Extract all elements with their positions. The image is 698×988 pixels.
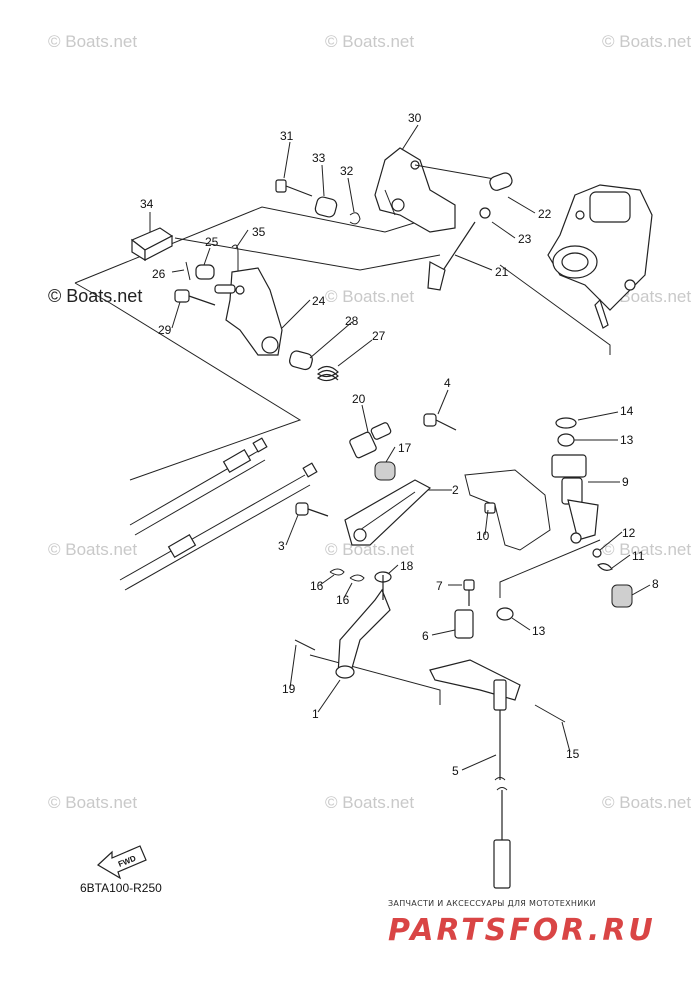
callout-14: 14 bbox=[620, 404, 634, 418]
block-34-part bbox=[130, 227, 174, 262]
bolt-4-part bbox=[423, 413, 457, 431]
callout-23: 23 bbox=[518, 232, 532, 246]
callout-24: 24 bbox=[312, 294, 326, 308]
bracket-30-part bbox=[374, 147, 501, 233]
watermark: © Boats.net bbox=[325, 287, 414, 306]
callout-31: 31 bbox=[280, 129, 294, 143]
callout-18: 18 bbox=[400, 559, 414, 573]
collar-28-part bbox=[289, 350, 313, 371]
callout-27: 27 bbox=[372, 329, 386, 343]
callout-17: 17 bbox=[398, 441, 412, 455]
collar-33-part bbox=[314, 196, 338, 218]
ball-12-part bbox=[592, 548, 602, 558]
footer-tagline: ЗАПЧАСТИ И АКСЕССУАРЫ ДЛЯ МОТОТЕХНИКИ bbox=[388, 899, 596, 908]
link-rod-part bbox=[427, 172, 513, 291]
watermark: © Boats.net bbox=[325, 32, 414, 51]
callout-13: 13 bbox=[532, 624, 546, 638]
pin-19-part bbox=[294, 639, 316, 651]
pin-15-part bbox=[534, 704, 566, 723]
callout-7: 7 bbox=[436, 579, 443, 593]
callout-29: 29 bbox=[158, 323, 172, 337]
clip-16-part bbox=[329, 568, 365, 582]
leader-lines bbox=[149, 124, 651, 771]
bushing-13-part bbox=[496, 433, 575, 621]
footer-brand: PARTSFOR.RU bbox=[388, 913, 656, 948]
spring-11-part bbox=[597, 563, 613, 571]
arm-2-part bbox=[344, 479, 432, 546]
bolt-3-part bbox=[295, 502, 329, 517]
callout-2: 2 bbox=[452, 483, 459, 497]
callout-11: 11 bbox=[632, 549, 645, 563]
bolt-29-part bbox=[174, 289, 216, 306]
callout-4: 4 bbox=[444, 376, 451, 390]
part-6-block bbox=[454, 609, 474, 639]
callout-34: 34 bbox=[140, 197, 154, 211]
bushing-17-part bbox=[374, 461, 396, 481]
callout-33: 33 bbox=[312, 151, 326, 165]
throttle-body-part bbox=[547, 184, 653, 329]
plug-8-part bbox=[611, 584, 633, 608]
callout-32: 32 bbox=[340, 164, 354, 178]
callout-labels: 31 33 32 30 22 23 21 34 35 25 26 24 29 2… bbox=[140, 111, 659, 778]
bolt-7-part bbox=[463, 579, 475, 606]
watermark: © Boats.net bbox=[48, 540, 137, 559]
watermark: © Boats.net bbox=[325, 540, 414, 559]
callout-5: 5 bbox=[452, 764, 459, 778]
callout-25: 25 bbox=[205, 235, 219, 249]
watermark: © Boats.net bbox=[602, 793, 691, 812]
callout-28: 28 bbox=[345, 314, 359, 328]
clip-32-part bbox=[349, 212, 361, 225]
diagram-code: 6BTA100-R250 bbox=[80, 881, 162, 895]
shift-rod-5-part bbox=[429, 659, 521, 889]
watermark-layer: © Boats.net © Boats.net © Boats.net © Bo… bbox=[48, 32, 691, 812]
watermark: © Boats.net bbox=[602, 32, 691, 51]
washer-14-part bbox=[555, 417, 577, 429]
watermark: © Boats.net bbox=[48, 793, 137, 812]
callout-10: 10 bbox=[476, 529, 490, 543]
bracket-9-part bbox=[551, 454, 599, 544]
lever-24-part bbox=[214, 267, 283, 356]
callout-15: 15 bbox=[566, 747, 580, 761]
callout-16: 16 bbox=[310, 579, 324, 593]
spring-27-part bbox=[316, 365, 339, 382]
bolt-31-part bbox=[275, 179, 313, 197]
callout-19: 19 bbox=[282, 682, 296, 696]
callout-22: 22 bbox=[538, 207, 552, 221]
callout-13: 13 bbox=[620, 433, 634, 447]
watermark: © Boats.net bbox=[48, 286, 142, 306]
fwd-arrow: FWD bbox=[97, 845, 147, 880]
footer-branding: ЗАПЧАСТИ И АКСЕССУАРЫ ДЛЯ МОТОТЕХНИКИ PA… bbox=[388, 899, 656, 948]
callout-6: 6 bbox=[422, 629, 429, 643]
watermark: © Boats.net bbox=[48, 32, 137, 51]
callout-26: 26 bbox=[152, 267, 166, 281]
watermark: © Boats.net bbox=[602, 540, 691, 559]
connector-20-part bbox=[349, 422, 392, 459]
bushing-25-part bbox=[195, 264, 215, 280]
callout-16: 16 bbox=[336, 593, 350, 607]
callout-3: 3 bbox=[278, 539, 285, 553]
cable-part bbox=[119, 437, 318, 591]
shift-lever-1-part bbox=[335, 575, 391, 679]
callout-30: 30 bbox=[408, 111, 422, 125]
callout-12: 12 bbox=[622, 526, 636, 540]
callout-20: 20 bbox=[352, 392, 366, 406]
callout-1: 1 bbox=[312, 707, 319, 721]
watermark: © Boats.net bbox=[325, 793, 414, 812]
callout-35: 35 bbox=[252, 225, 266, 239]
callout-8: 8 bbox=[652, 577, 659, 591]
pin-26-part bbox=[185, 261, 191, 281]
callout-9: 9 bbox=[622, 475, 629, 489]
callout-21: 21 bbox=[495, 265, 509, 279]
